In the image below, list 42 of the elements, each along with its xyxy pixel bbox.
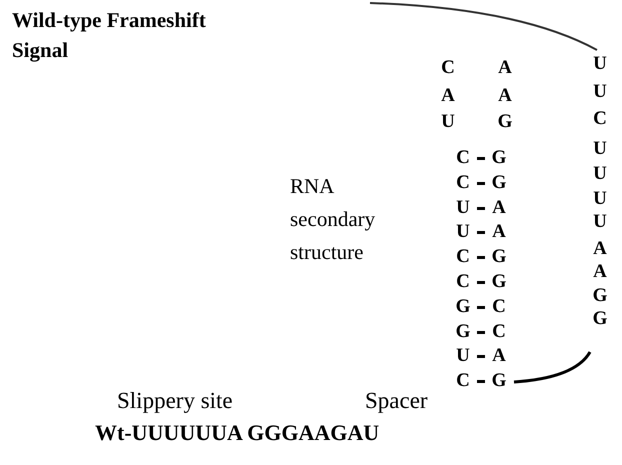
nucleotide-letter: C <box>455 148 471 168</box>
nucleotide-letter: U <box>592 82 608 102</box>
nucleotide-letter: C <box>455 272 471 292</box>
nucleotide-letter: G <box>490 172 508 193</box>
nucleotide-letter: U <box>455 198 471 218</box>
nucleotide-letter: A <box>440 86 456 106</box>
nucleotide-letter: A <box>491 198 507 218</box>
nucleotide-letter: G <box>592 309 608 329</box>
nucleotide-letter: A <box>497 58 513 78</box>
nucleotide-letter: C <box>491 296 507 317</box>
nucleotide-letter: A <box>592 262 608 282</box>
sequence-text: Wt-UUUUUUA GGGAAGAU <box>95 420 380 446</box>
region-label: Spacer <box>365 388 428 414</box>
nucleotide-letter: U <box>592 212 608 232</box>
nucleotide-letter: U <box>592 54 608 74</box>
nucleotide-letter: U <box>592 189 608 209</box>
nucleotide-letter: G <box>490 148 508 168</box>
nucleotide-letter: U <box>455 346 471 366</box>
nucleotide-letter: C <box>455 371 471 392</box>
nucleotide-letter: C <box>455 247 471 268</box>
nucleotide-letter: G <box>490 247 508 268</box>
structure-label: RNA secondary structure <box>290 173 376 266</box>
nucleotide-letter: A <box>497 86 513 106</box>
nucleotide-letter: C <box>592 109 608 129</box>
nucleotide-letter: U <box>592 139 608 159</box>
nucleotide-letter: A <box>491 222 507 242</box>
nucleotide-letter: U <box>592 164 608 184</box>
nucleotide-letter: C <box>440 58 456 78</box>
nucleotide-letter: G <box>496 112 514 132</box>
nucleotide-letter: G <box>454 296 472 317</box>
nucleotide-letter: G <box>592 286 608 306</box>
nucleotide-letter: C <box>491 322 507 342</box>
nucleotide-letter: A <box>491 346 507 366</box>
title: Wild-type Frameshift Signal <box>12 7 207 64</box>
nucleotide-letter: U <box>455 222 471 242</box>
nucleotide-letter: G <box>490 371 508 392</box>
nucleotide-letter: G <box>490 272 508 292</box>
nucleotide-letter: G <box>454 322 472 342</box>
nucleotide-letter: A <box>592 239 608 259</box>
nucleotide-letter: C <box>455 172 471 193</box>
nucleotide-letter: U <box>440 112 456 132</box>
region-label: Slippery site <box>117 388 233 414</box>
